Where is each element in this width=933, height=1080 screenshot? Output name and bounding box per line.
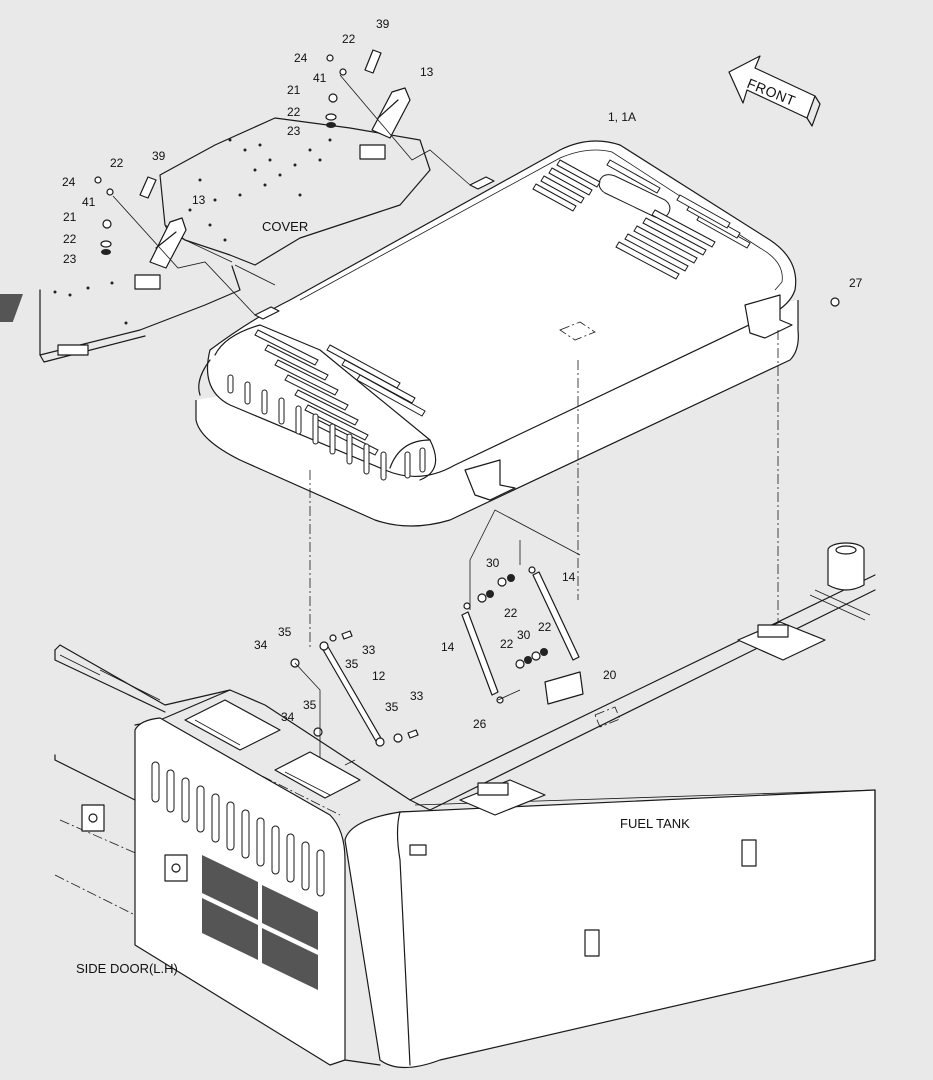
gas-springs	[461, 566, 621, 728]
callout-1-1a: 1, 1A	[608, 110, 637, 124]
callout-22: 22	[500, 637, 514, 651]
callout-35: 35	[385, 700, 399, 714]
callout-14: 14	[562, 570, 576, 584]
latch-fasteners	[94, 54, 840, 307]
hood-vent-slots-top	[532, 159, 751, 280]
side-door-vents	[151, 761, 325, 897]
callout-23: 23	[63, 252, 77, 266]
callout-14: 14	[441, 640, 455, 654]
callout-22: 22	[538, 620, 552, 634]
rear-plate-left	[0, 265, 241, 363]
hood-cover	[195, 140, 799, 527]
hood-nose-slots	[227, 374, 426, 481]
fuel-tank-label: FUEL TANK	[620, 816, 690, 831]
hood-hinge-front	[464, 459, 516, 501]
callout-34: 34	[254, 638, 268, 652]
callout-30: 30	[517, 628, 531, 642]
callout-20: 20	[603, 668, 617, 682]
callout-35: 35	[278, 625, 292, 639]
callout-21: 21	[63, 210, 77, 224]
support-rod	[290, 630, 419, 747]
callout-24: 24	[62, 175, 76, 189]
machine-body	[54, 542, 876, 1069]
callout-33: 33	[410, 689, 424, 703]
callout-41: 41	[313, 71, 327, 85]
callout-23: 23	[287, 124, 301, 138]
hood-hinge-rear	[744, 294, 793, 339]
callout-13: 13	[420, 65, 434, 79]
front-arrow-icon	[728, 55, 821, 127]
stay-bracket	[544, 671, 584, 705]
latch-lower	[134, 176, 187, 290]
callout-33: 33	[362, 643, 376, 657]
callout-22: 22	[63, 232, 77, 246]
callout-22: 22	[287, 105, 301, 119]
cover-plate	[159, 117, 431, 266]
callout-22: 22	[110, 156, 124, 170]
callout-26: 26	[473, 717, 487, 731]
side-door-label: SIDE DOOR(L.H)	[76, 961, 178, 976]
callout-22: 22	[504, 606, 518, 620]
callout-13: 13	[192, 193, 206, 207]
callout-21: 21	[287, 83, 301, 97]
cover-label: COVER	[262, 219, 309, 234]
callout-34: 34	[281, 710, 295, 724]
callout-12: 12	[372, 669, 386, 683]
callout-30: 30	[486, 556, 500, 570]
latch-upper	[359, 49, 411, 160]
callout-35: 35	[303, 698, 317, 712]
callout-24: 24	[294, 51, 308, 65]
callout-39: 39	[376, 17, 390, 31]
callout-22: 22	[342, 32, 356, 46]
callout-39: 39	[152, 149, 166, 163]
callout-35: 35	[345, 657, 359, 671]
callout-41: 41	[82, 195, 96, 209]
callout-27: 27	[849, 276, 863, 290]
